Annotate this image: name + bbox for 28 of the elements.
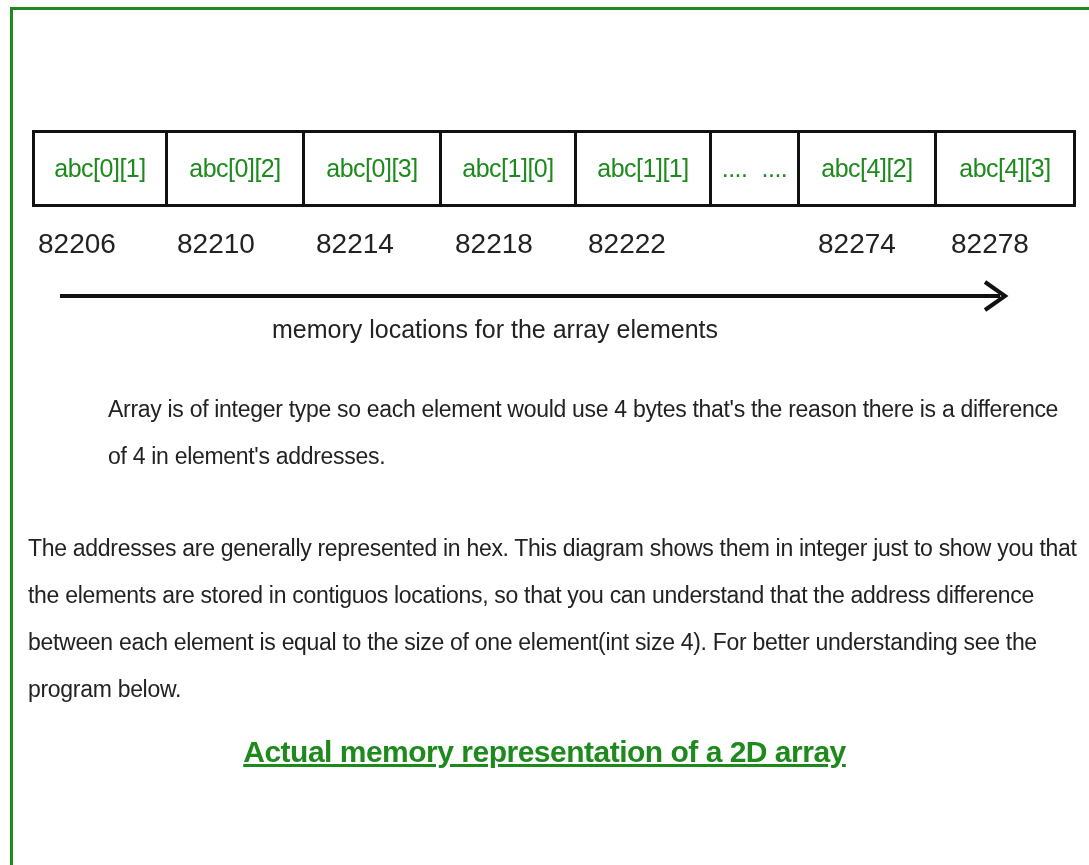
array-cell — [574, 130, 712, 207]
array-cell — [165, 130, 305, 207]
note-paragraph: Array is of integer type so each element would use 4 bytes that's the reason there is a difference of 4 in element's addresses. — [108, 395, 1060, 471]
element-label: .... — [721, 154, 748, 183]
array-cell — [797, 130, 937, 207]
array-cell — [934, 130, 1076, 207]
array-cell — [709, 130, 800, 207]
element-label: .... — [761, 154, 788, 183]
address-label: 82218 — [455, 228, 533, 260]
array-cell — [32, 130, 168, 207]
element-label: abc[0][1] — [54, 154, 146, 183]
address-label: 82274 — [818, 228, 896, 260]
address-label: 82206 — [38, 228, 116, 260]
address-label: 82278 — [951, 228, 1029, 260]
element-label: abc[4][3] — [959, 154, 1051, 183]
axis-caption: memory locations for the array elements — [272, 315, 718, 344]
address-label: 82214 — [316, 228, 394, 260]
element-label: abc[4][2] — [821, 154, 913, 183]
array-cell — [302, 130, 442, 207]
element-label: abc[0][2] — [189, 154, 281, 183]
address-label: 82210 — [177, 228, 255, 260]
element-label: abc[1][0] — [462, 154, 554, 183]
address-label: 82222 — [588, 228, 666, 260]
note-paragraph: The addresses are generally represented in hex. This diagram shows them in integer just to show you that the elements are stored in contiguos locations, so that you can understand that the address difference between each element is equal to the size of one element(int size 4). For better understanding see the program below. — [28, 534, 1078, 704]
element-label: abc[0][3] — [326, 154, 418, 183]
array-cell — [439, 130, 577, 207]
caption: Actual memory representation of a 2D array — [242, 735, 847, 769]
element-label: abc[1][1] — [597, 154, 689, 183]
